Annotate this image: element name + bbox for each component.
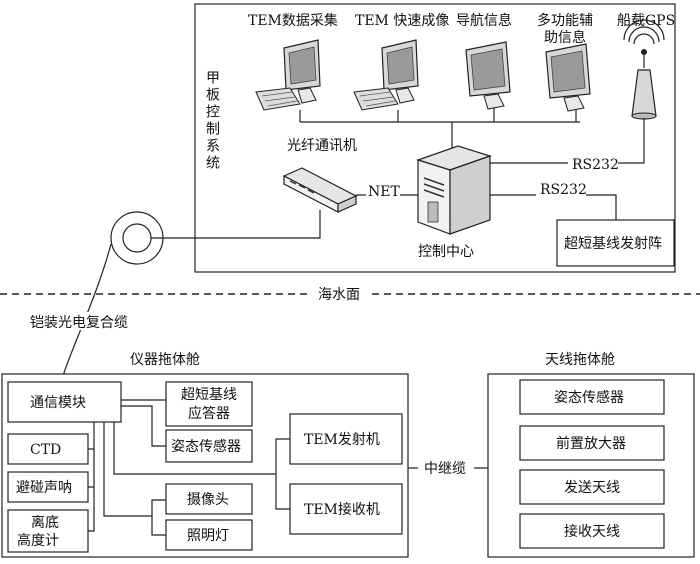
tem-transmitter-label: TEM发射机 [304, 432, 380, 448]
rs232-top-label: RS232 [572, 157, 619, 173]
comm-module-box [7, 381, 122, 423]
gps-antenna-icon [623, 19, 665, 120]
instrument-connections [88, 399, 290, 536]
server-icon-control-center [416, 145, 492, 235]
preamp-box [519, 425, 665, 461]
usbl-responder-label-2: 应答器 [188, 405, 230, 422]
attitude-sensor-box [165, 429, 253, 463]
camera-box [165, 483, 253, 515]
tx-antenna-box [519, 469, 665, 505]
rx-antenna-label: 接收天线 [564, 523, 620, 540]
multi-aux-label-2: 助信息 [544, 29, 586, 46]
comm-module-label: 通信模块 [30, 395, 86, 411]
usbl-responder-box [165, 381, 253, 427]
monitor-icon-navigation [465, 41, 511, 110]
rx-antenna-box [519, 513, 665, 549]
control-center-label: 控制中心 [418, 244, 474, 260]
usbl-transmitter-label: 超短基线发射阵 [564, 235, 662, 252]
relay-cable-label: 中继缆 [424, 461, 466, 477]
sonar-box [7, 471, 89, 503]
antenna-attitude-label: 姿态传感器 [554, 389, 624, 406]
navigation-label: 导航信息 [456, 12, 512, 29]
tem-imaging-label: TEM 快速成像 [355, 13, 449, 29]
rs232-gps-line [490, 118, 645, 164]
monitor-icon-multi-aux [545, 43, 591, 112]
rs232-usbl-line [490, 194, 617, 220]
tx-antenna-label: 发送天线 [564, 480, 620, 496]
deck-title: 甲板控制系统 [204, 70, 220, 172]
armored-cable-label: 铠装光电复合缆 [30, 314, 128, 331]
computer-icon-tem-imaging [353, 39, 419, 111]
camera-label: 摄像头 [187, 492, 229, 508]
antenna-attitude-box [519, 379, 665, 415]
usbl-transmitter-box [556, 219, 675, 267]
sea-surface-label: 海水面 [318, 287, 360, 303]
preamp-label: 前置放大器 [556, 435, 626, 452]
tem-receiver-label: TEM接收机 [304, 501, 380, 518]
tem-data-label: TEM数据采集 [248, 12, 338, 29]
reel-to-fiber-connector [151, 210, 321, 239]
computer-icon-tem-data [255, 39, 321, 111]
sonar-label: 避碰声呐 [16, 479, 72, 496]
attitude-sensor-label: 姿态传感器 [171, 438, 241, 455]
multi-aux-label-1: 多功能辅 [537, 12, 593, 29]
net-label: NET [368, 184, 400, 200]
altimeter-label-1: 离底 [31, 514, 59, 531]
ctd-label: CTD [30, 442, 61, 458]
rs232-bottom-label: RS232 [540, 182, 587, 198]
fiber-communicator-icon [282, 167, 358, 213]
altimeter-label-2: 高度计 [17, 532, 59, 549]
instrument-tow-title: 仪器拖体舱 [130, 352, 200, 368]
usbl-responder-label-1: 超短基线 [181, 386, 237, 403]
antenna-tow-title: 天线拖体舱 [545, 352, 615, 368]
fiber-comm-label: 光纤通讯机 [287, 138, 357, 154]
ctd-box [7, 433, 89, 465]
light-box [165, 519, 253, 551]
light-label: 照明灯 [187, 528, 229, 544]
altimeter-box [7, 509, 89, 553]
